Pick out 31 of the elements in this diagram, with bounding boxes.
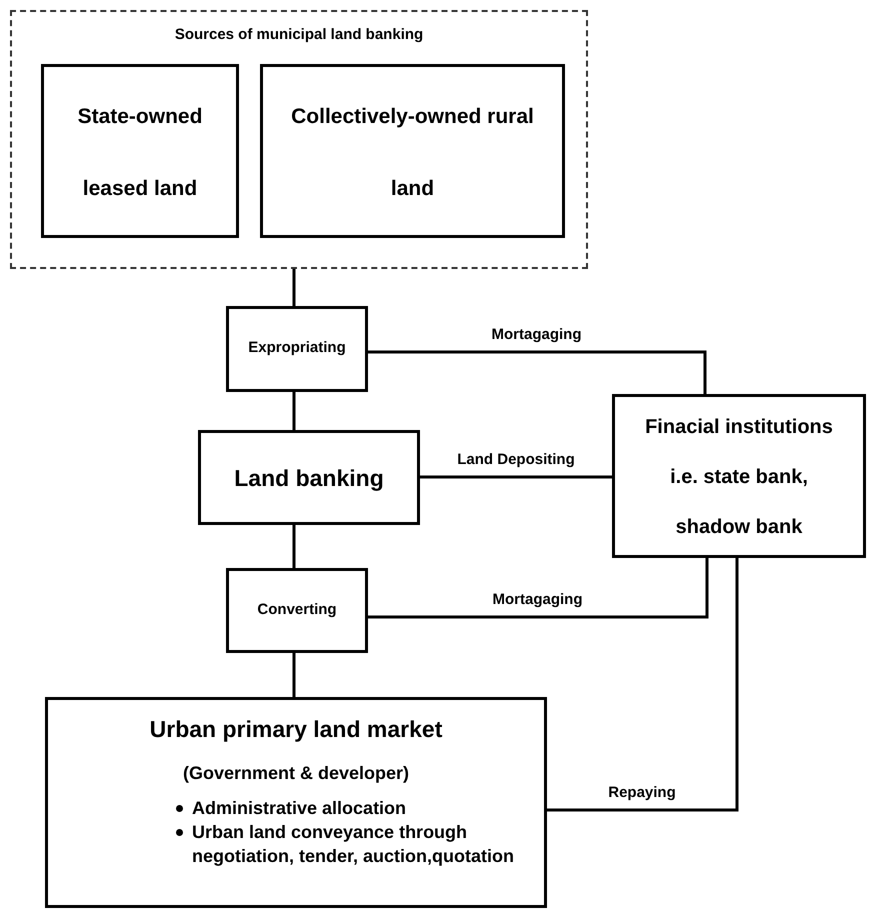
edge-label: Repaying <box>606 784 678 801</box>
edge-label: Mortagaging <box>490 591 584 608</box>
connector-line <box>368 558 708 618</box>
land-source-box <box>260 64 565 238</box>
institution-box <box>612 394 866 558</box>
box-heading: Urban primary land market <box>150 716 442 743</box>
node-label: Expropriating <box>248 339 346 356</box>
process-box <box>198 430 420 525</box>
bullet-text: Administrative allocation <box>192 797 408 820</box>
dashed-group-box <box>10 10 588 269</box>
connector-line <box>368 350 706 394</box>
box-subheading: (Government & developer) <box>182 763 410 784</box>
connector-line <box>292 525 296 568</box>
process-box <box>226 568 368 653</box>
connector-line <box>420 476 612 478</box>
node-label: State-owned leased land <box>76 104 204 202</box>
process-box <box>226 306 368 392</box>
bullet-text: Urban land conveyance through negotiation, tender, auction,quotation <box>192 821 515 868</box>
node-label: Converting <box>257 601 337 618</box>
land-source-box <box>41 64 239 238</box>
node-label: Land banking <box>234 465 384 492</box>
connector-line <box>292 269 296 306</box>
node-label: Collectively-owned rural land <box>290 104 535 202</box>
connector-line <box>547 558 738 812</box>
node-label: Finacial institutions i.e. state bank, shadow bank <box>644 415 834 540</box>
market-box <box>45 697 547 908</box>
edge-label: Mortagaging <box>490 326 584 343</box>
connector-line <box>292 392 296 430</box>
connector-line <box>292 653 296 697</box>
group-heading: Sources of municipal land banking <box>174 26 424 43</box>
edge-label: Land Depositing <box>455 451 577 468</box>
